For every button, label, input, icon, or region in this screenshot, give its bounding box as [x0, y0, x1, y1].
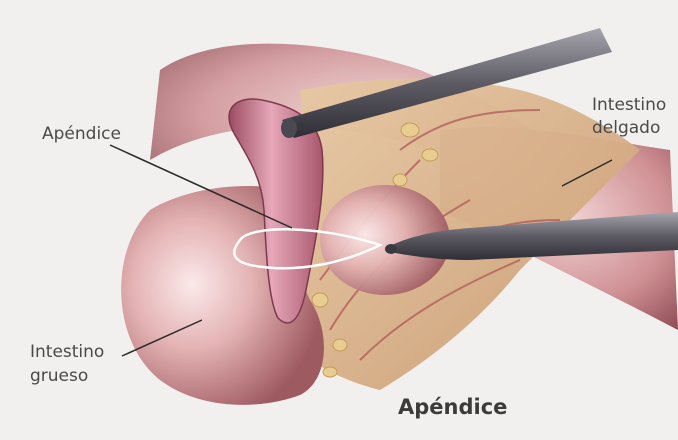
small-intestine-label-line2: delgado	[592, 118, 660, 138]
appendix-label: Apéndice	[42, 124, 121, 144]
large-intestine-label-line2: grueso	[30, 366, 88, 386]
illustration-caption: Apéndice	[398, 395, 507, 419]
small-intestine-label-line1: Intestino	[592, 95, 666, 115]
large-intestine-label-line1: Intestino	[30, 342, 104, 362]
